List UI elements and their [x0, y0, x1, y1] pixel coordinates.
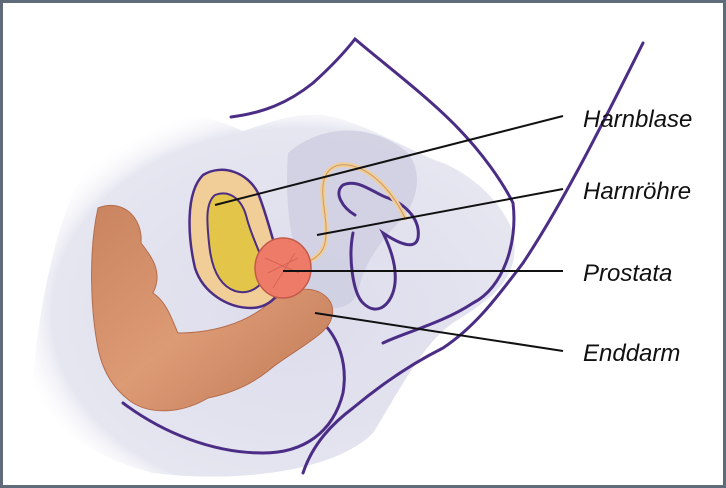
prostate	[255, 238, 311, 298]
label-bladder: Harnblase	[583, 106, 692, 133]
label-urethra: Harnröhre	[583, 178, 691, 205]
label-rectum: Enddarm	[583, 340, 680, 367]
anatomy-diagram: Harnblase Harnröhre Prostata Enddarm	[3, 3, 726, 488]
label-prostate: Prostata	[583, 260, 672, 287]
